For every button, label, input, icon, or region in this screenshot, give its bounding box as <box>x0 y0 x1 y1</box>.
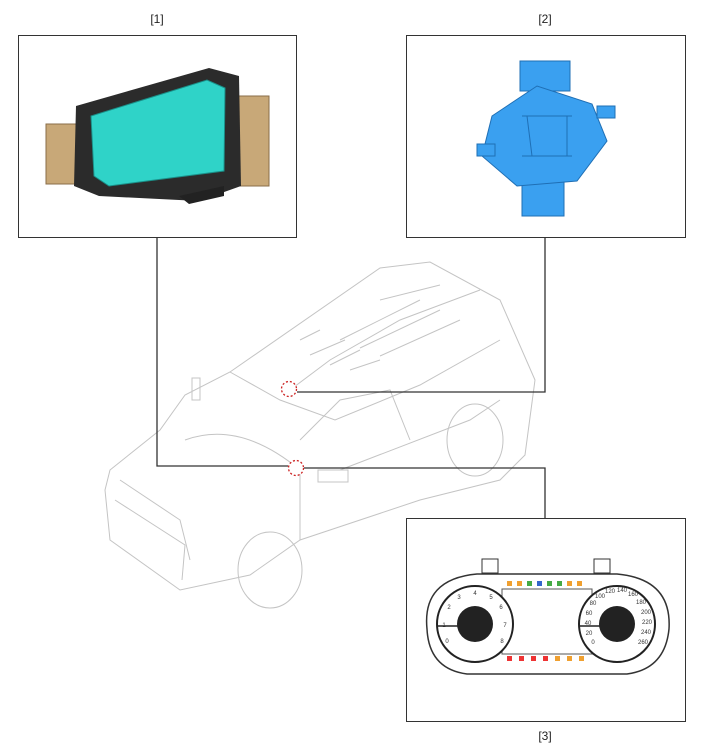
speed-label: 200 <box>641 610 652 616</box>
detail-box-sensor <box>406 35 686 238</box>
tach-label: 8 <box>500 639 504 645</box>
callout-label-3: [3] <box>538 729 552 743</box>
speed-label: 260 <box>638 640 649 646</box>
tach-label: 5 <box>489 595 493 601</box>
location-marker-2 <box>280 380 298 398</box>
tach-label: 1 <box>442 623 446 629</box>
callout-label-2: [2] <box>538 12 552 26</box>
speed-label: 100 <box>595 594 606 600</box>
sensor-illustration <box>476 60 616 217</box>
leader-line-3 <box>304 467 546 518</box>
detail-box-display-module <box>18 35 297 238</box>
leader-line-1 <box>156 237 288 467</box>
speed-label: 80 <box>590 601 597 607</box>
speed-label: 240 <box>641 630 652 636</box>
speed-label: 0 <box>591 640 595 646</box>
leader-line-2 <box>297 237 546 393</box>
location-marker-1-3 <box>287 459 305 477</box>
instrument-cluster-illustration: 0 1 2 3 4 5 6 7 8 0 20 40 60 80 100 120 … <box>425 558 670 675</box>
warning-lamps <box>507 581 584 661</box>
detail-box-instrument-cluster: 0 1 2 3 4 5 6 7 8 0 20 40 60 80 100 120 … <box>406 518 686 722</box>
speed-label: 160 <box>628 592 639 598</box>
speed-label: 180 <box>636 600 647 606</box>
tach-label: 6 <box>499 605 503 611</box>
tach-label: 7 <box>503 623 507 629</box>
tach-label: 2 <box>447 605 451 611</box>
speed-label: 60 <box>586 611 593 617</box>
display-module-illustration <box>45 68 270 204</box>
speed-label: 20 <box>586 631 593 637</box>
speed-label: 220 <box>642 620 653 626</box>
speed-label: 140 <box>617 588 628 594</box>
tach-label: 0 <box>445 639 449 645</box>
speed-label: 120 <box>605 589 616 595</box>
tach-label: 3 <box>457 595 461 601</box>
callout-label-1: [1] <box>150 12 164 26</box>
speed-label: 40 <box>585 621 592 627</box>
tach-label: 4 <box>473 591 477 597</box>
